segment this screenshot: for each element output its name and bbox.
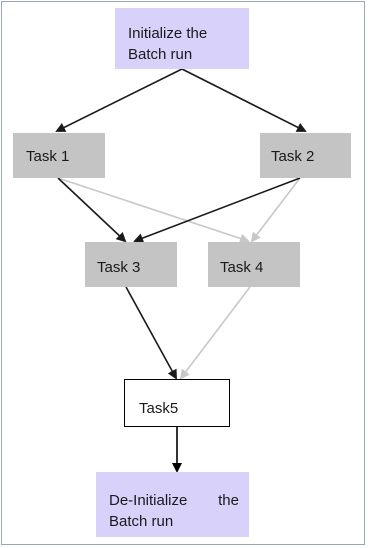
node-label: Task5 [139,400,179,417]
node-label: Task 1 [26,148,70,165]
node-label: Task 2 [271,148,315,165]
node-task-1: Task 1 [13,133,105,178]
edge-task1-task4 [57,177,250,244]
edge-start-task2 [181,68,307,132]
node-initialize-batch-run: Initialize the Batch run [115,8,249,69]
node-task-3: Task 3 [85,242,177,287]
node-task-5: Task5 [124,379,230,427]
node-deinitialize-batch-run: De-Initialize the Batch run [96,472,249,537]
node-task-4: Task 4 [208,242,300,287]
node-label: De-Initialize the Batch run [109,490,239,532]
node-label-word-1: De-Initialize [109,492,188,509]
edge-task2-task4 [250,177,301,243]
edge-start-task1 [55,68,183,132]
node-task-2: Task 2 [260,133,351,178]
edge-task4-task5 [179,286,251,380]
node-label: Task 4 [220,259,264,276]
edge-task2-task3 [133,177,301,243]
edge-task1-task3 [57,177,127,243]
edge-task3-task5 [125,286,177,380]
node-label-line-1: De-Initialize the [109,490,239,511]
node-label-line-2: Batch run [109,513,174,530]
node-label: Task 3 [97,259,141,276]
node-label-word-2: the [218,492,239,509]
node-label: Initialize the Batch run [128,25,208,63]
